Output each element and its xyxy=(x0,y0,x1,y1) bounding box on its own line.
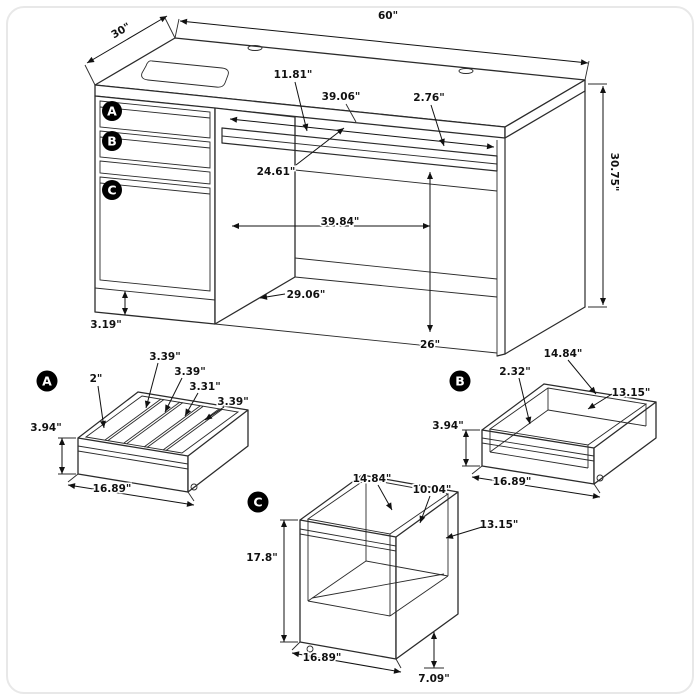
dim-a-slot-3: 3.31" xyxy=(189,381,220,393)
dim-tray-depth: 11.81" xyxy=(274,69,313,81)
dim-c-bottom-height: 7.09" xyxy=(418,673,449,685)
bubble-detail-b-label: B xyxy=(455,374,465,389)
dim-c-inner-depth: 10.04" xyxy=(413,484,452,496)
bubble-b xyxy=(102,131,122,151)
dim-line-b-width xyxy=(471,475,601,499)
drawer-c-front-face xyxy=(299,519,397,660)
drawer-c-front xyxy=(99,176,211,292)
dim-c-height: 17.8" xyxy=(246,552,277,564)
modesty-panel-bottom xyxy=(294,257,498,280)
dim-b-inner-width: 13.15" xyxy=(612,387,651,399)
leader-tray-thickness xyxy=(430,104,445,147)
dim-line-depth xyxy=(86,15,168,64)
dim-a-slot-1: 3.39" xyxy=(149,351,180,363)
dim-knee-height: 26" xyxy=(420,339,440,351)
drawer-c-detail: 17.8" 16.89" 7.09" 14.84" 10.04" 13.15" … xyxy=(245,472,520,687)
dim-b-height: 3.94" xyxy=(432,420,463,432)
bubble-c-label: C xyxy=(107,183,116,198)
drawer-a-right-face xyxy=(187,409,249,493)
dim-a-slot-2: 3.39" xyxy=(174,366,205,378)
dim-line-width xyxy=(179,18,589,66)
dim-desk-width: 60" xyxy=(378,10,398,22)
dim-base-height: 3.19" xyxy=(90,319,121,331)
dim-b-front-height: 2.32" xyxy=(499,366,530,378)
bubble-detail-a-label: A xyxy=(42,374,52,389)
dim-tray-thickness: 2.76" xyxy=(413,92,444,104)
bubble-a xyxy=(102,101,122,121)
panel-bottom-edge xyxy=(504,306,586,355)
drawer-a-front xyxy=(99,100,211,139)
dim-knee-width: 39.84" xyxy=(321,216,360,228)
drawer-b-front xyxy=(99,130,211,169)
dim-a-slot-small: 2" xyxy=(90,373,103,385)
dim-line-tray-width xyxy=(229,116,495,150)
dim-c-inner-width: 13.15" xyxy=(480,519,519,531)
grommet-right xyxy=(458,68,474,74)
dim-b-back-width: 14.84" xyxy=(544,348,583,360)
dim-a-width: 16.89" xyxy=(93,483,132,495)
bubble-detail-c xyxy=(247,491,269,513)
drawer-a-detail: 3.94" 16.89" 2" 3.39" 3.39" 3.31" 3.39" … xyxy=(29,350,250,507)
leader-inner-depth xyxy=(295,127,345,166)
panel-bottom-front xyxy=(496,353,506,357)
bubble-detail-b xyxy=(449,370,471,392)
dim-line-c-width xyxy=(291,651,402,674)
dim-bottom-depth: 29.06" xyxy=(287,289,326,301)
bubble-b-label: B xyxy=(107,134,117,149)
pedestal-base-line xyxy=(94,287,216,301)
drawer-b-right-face xyxy=(593,401,657,485)
desk-drawing: 60" 30" 30.75" 11.81" 39.06" 2.76" 24.61… xyxy=(84,9,622,357)
dim-tray-width: 39.06" xyxy=(322,91,361,103)
bubble-detail-a xyxy=(36,370,58,392)
bubble-detail-c-label: C xyxy=(253,495,262,510)
dim-a-height: 3.94" xyxy=(30,422,61,434)
pedestal-side xyxy=(214,107,296,325)
drawer-a-inner-rim xyxy=(84,395,240,454)
dim-line-a-width xyxy=(67,483,195,507)
floor-back-line xyxy=(294,276,498,298)
drawer-a-dividers xyxy=(104,398,223,451)
dim-c-back-width: 14.84" xyxy=(353,473,392,485)
dim-inner-depth: 24.61" xyxy=(257,166,296,178)
drawer-thin-front xyxy=(99,160,211,185)
dim-b-width: 16.89" xyxy=(493,476,532,488)
modesty-panel-top xyxy=(294,169,498,192)
desktop-tray-groove xyxy=(141,60,229,88)
bubble-a-label: A xyxy=(107,104,117,119)
dim-c-width: 16.89" xyxy=(303,652,342,664)
dim-a-slot-4: 3.39" xyxy=(217,396,248,408)
leader-bottom-depth xyxy=(259,293,286,300)
drawer-b-detail: 3.94" 16.89" 14.84" 2.32" 13.15" B xyxy=(431,347,657,499)
dim-desk-height: 30.75" xyxy=(608,153,620,192)
drawer-c-right-face xyxy=(395,491,459,660)
floor-front-line xyxy=(214,323,498,354)
bubble-c xyxy=(102,180,122,200)
